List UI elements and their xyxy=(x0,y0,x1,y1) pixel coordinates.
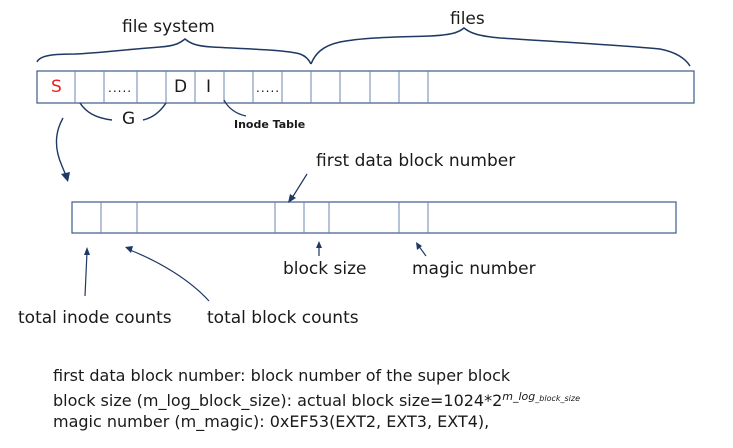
inode-table-pointer xyxy=(223,99,247,117)
total-block-arrowhead xyxy=(125,246,133,253)
total-inode-counts-label: total inode counts xyxy=(18,308,172,328)
disk-layout-dividers xyxy=(74,71,429,103)
magic-number-label: magic number xyxy=(412,259,536,279)
group-brace xyxy=(79,102,167,121)
disk-layout-bar xyxy=(36,70,695,104)
block-size-arrowhead xyxy=(316,241,322,248)
total-block-arrow xyxy=(129,249,210,302)
super-block-cell: S xyxy=(51,77,62,97)
note-magic-number: magic number (m_magic): 0xEF53(EXT2, EXT… xyxy=(53,412,490,431)
note-block-size: block size (m_log_block_size): actual bl… xyxy=(53,386,580,411)
total-inode-arrowhead xyxy=(84,247,90,255)
group-descriptor-cell: D xyxy=(174,77,188,97)
files-label: files xyxy=(450,9,485,29)
note-exponent-base: m_log xyxy=(502,390,536,403)
block-size-label: block size xyxy=(283,259,367,279)
total-block-counts-label: total block counts xyxy=(207,308,359,328)
first-data-block-label: first data block number xyxy=(316,151,516,171)
group-label: G xyxy=(122,109,136,129)
file-system-label: file system xyxy=(122,17,215,37)
note-block-size-exponent: m_log_block_size xyxy=(502,390,580,403)
group-dots-cell: ..... xyxy=(108,81,133,95)
inode-bitmap-cell: I xyxy=(206,77,212,97)
super-block-arrow xyxy=(55,117,68,179)
first-data-block-arrow xyxy=(291,173,308,199)
super-block-arrowhead xyxy=(61,172,70,182)
magic-number-arrowhead xyxy=(416,242,422,250)
total-inode-arrow xyxy=(84,251,88,297)
files-brace xyxy=(310,27,691,67)
inode-dots-cell: ..... xyxy=(256,81,281,95)
super-block-bar xyxy=(71,201,677,234)
note-block-size-text: block size (m_log_block_size): actual bl… xyxy=(53,391,503,410)
super-block-dividers xyxy=(100,202,429,233)
first-data-block-arrowhead xyxy=(288,194,296,203)
note-first-data-block: first data block number: block number of… xyxy=(53,366,511,385)
file-system-brace xyxy=(36,38,312,65)
inode-table-label: Inode Table xyxy=(234,118,306,131)
notes: first data block number: block number of… xyxy=(53,365,580,432)
note-exponent-subscript: _block_size xyxy=(535,394,581,403)
